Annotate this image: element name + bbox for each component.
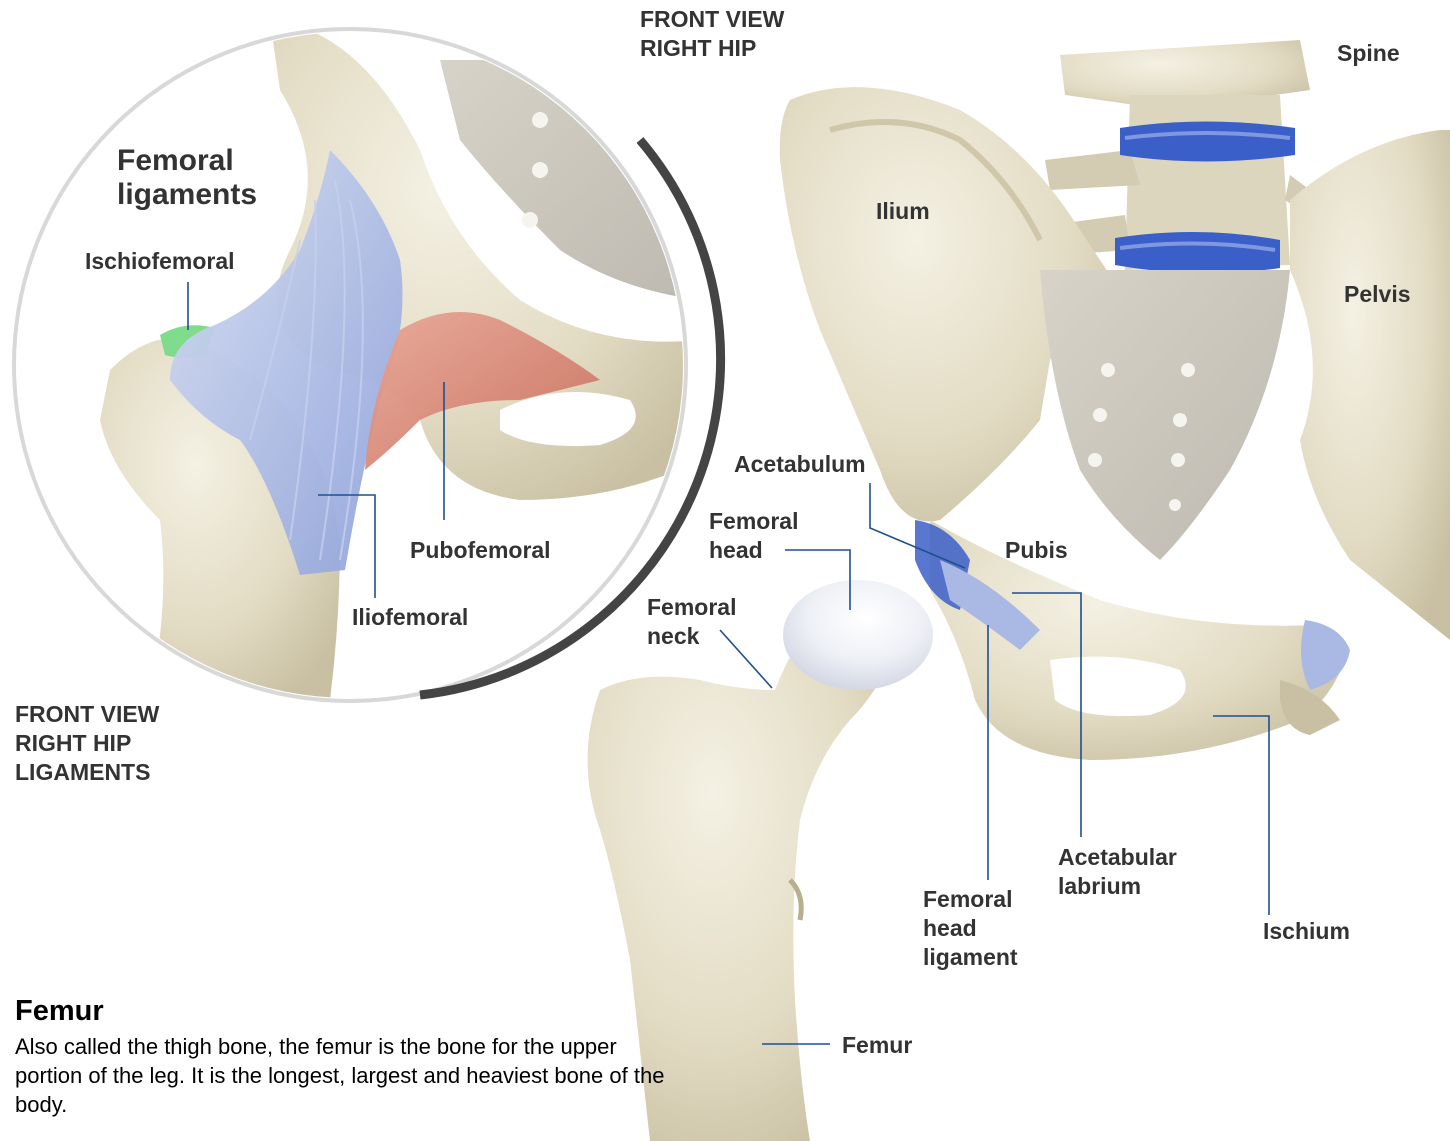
main-view-heading-line2: RIGHT HIP (640, 34, 784, 63)
label-ilium: Ilium (876, 197, 930, 226)
inset-title-line2: ligaments (117, 178, 257, 212)
inset-view-heading-line1: FRONT VIEW (15, 700, 159, 729)
label-ischiofemoral: Ischiofemoral (85, 247, 235, 276)
intervertebral-disc-upper (1120, 122, 1295, 162)
label-femoral-neck-line2: neck (647, 622, 736, 651)
inset-view-heading-line3: LIGAMENTS (15, 758, 159, 787)
label-pubofemoral: Pubofemoral (410, 536, 551, 565)
label-acetabular-labrium-line1: Acetabular (1058, 843, 1177, 872)
label-femur: Femur (842, 1031, 912, 1060)
label-spine: Spine (1337, 39, 1400, 68)
sacrum (1040, 270, 1290, 560)
label-acetabulum: Acetabulum (734, 450, 866, 479)
label-pelvis: Pelvis (1344, 280, 1411, 309)
label-iliofemoral: Iliofemoral (352, 603, 468, 632)
pubis (930, 520, 1345, 760)
inset-title: Femoral ligaments (117, 144, 257, 212)
label-ischium: Ischium (1263, 917, 1350, 946)
intervertebral-disc-lower (1115, 232, 1280, 273)
inset-view-heading: FRONT VIEW RIGHT HIP LIGAMENTS (15, 700, 159, 787)
femoral-head (783, 580, 933, 690)
label-femoral-neck: Femoral neck (647, 593, 736, 651)
label-femoral-head-ligament: Femoral head ligament (923, 885, 1018, 972)
label-femoral-head-line2: head (709, 536, 798, 565)
main-view-heading: FRONT VIEW RIGHT HIP (640, 5, 784, 63)
pubic-symphysis (1301, 620, 1350, 690)
inset-view-heading-line2: RIGHT HIP (15, 729, 159, 758)
label-pubis: Pubis (1005, 536, 1068, 565)
label-femoral-neck-line1: Femoral (647, 593, 736, 622)
label-femoral-head: Femoral head (709, 507, 798, 565)
label-femoral-head-ligament-line2: head (923, 914, 1018, 943)
main-view-heading-line1: FRONT VIEW (640, 5, 784, 34)
label-acetabular-labrium: Acetabular labrium (1058, 843, 1177, 901)
leader-ischium (1213, 716, 1269, 915)
main-illustration (588, 40, 1450, 1141)
inset-ligaments-view (14, 20, 721, 701)
caption-text: Also called the thigh bone, the femur is… (15, 1032, 690, 1119)
label-acetabular-labrium-line2: labrium (1058, 872, 1177, 901)
label-femoral-head-ligament-line3: ligament (923, 943, 1018, 972)
inset-title-line1: Femoral (117, 144, 257, 178)
label-femoral-head-ligament-line1: Femoral (923, 885, 1018, 914)
label-femoral-head-line1: Femoral (709, 507, 798, 536)
caption-title: Femur (15, 994, 104, 1028)
pelvis (1290, 130, 1450, 640)
